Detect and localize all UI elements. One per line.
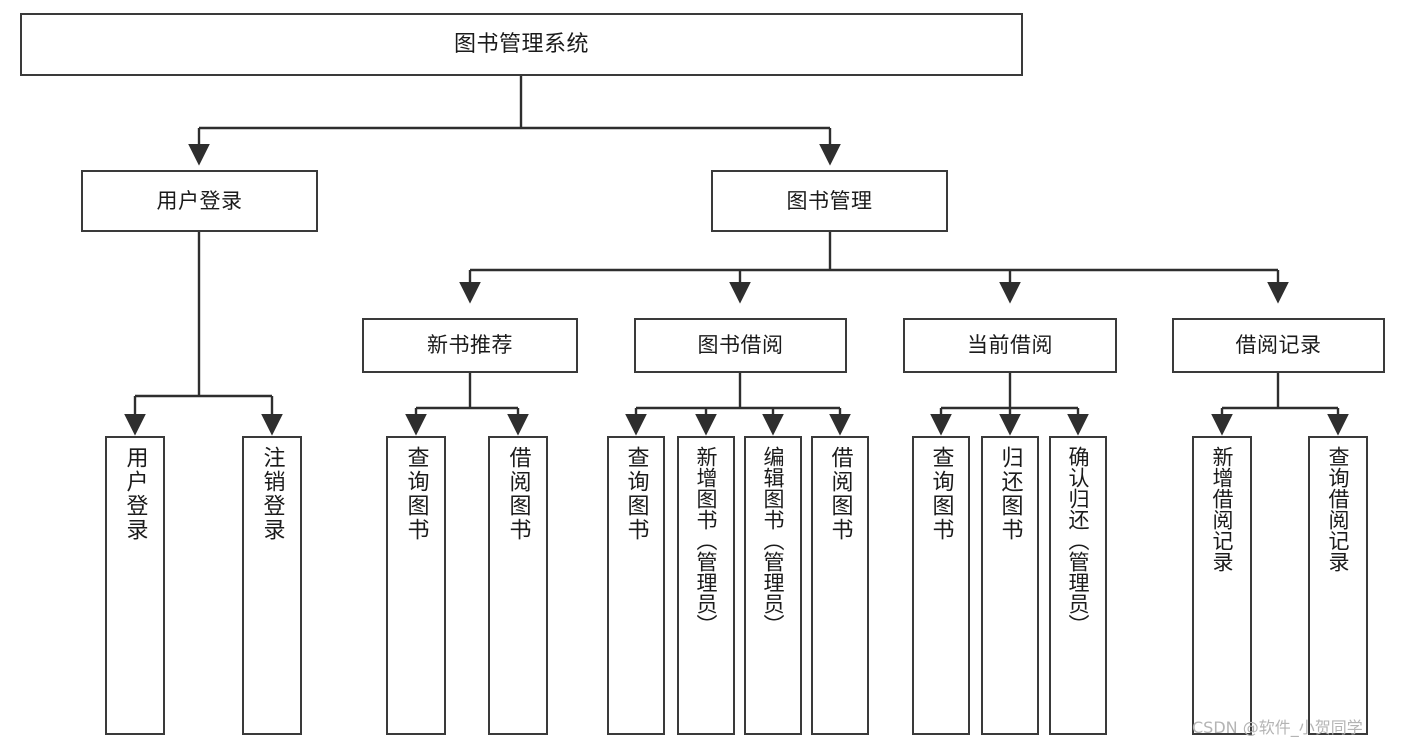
node-current-borrow[interactable]: 当前借阅 bbox=[903, 318, 1117, 373]
node-leaf-add-record-label: 新增借阅记录 bbox=[1210, 446, 1235, 572]
node-leaf-return-book-label: 归还图书 bbox=[997, 446, 1023, 542]
node-current-borrow-label: 当前借阅 bbox=[967, 333, 1053, 358]
node-leaf-logout[interactable]: 注销登录 bbox=[242, 436, 302, 735]
node-book-borrow-label: 图书借阅 bbox=[697, 333, 784, 358]
node-user-login[interactable]: 用户登录 bbox=[81, 170, 318, 232]
node-leaf-borrow-book-2[interactable]: 借阅图书 bbox=[811, 436, 869, 735]
node-leaf-query-record[interactable]: 查询借阅记录 bbox=[1308, 436, 1368, 735]
node-leaf-query-book-2[interactable]: 查询图书 bbox=[607, 436, 665, 735]
node-leaf-query-book-1[interactable]: 查询图书 bbox=[386, 436, 446, 735]
node-leaf-add-record[interactable]: 新增借阅记录 bbox=[1192, 436, 1252, 735]
node-leaf-edit-book[interactable]: 编辑图书（管理员） bbox=[744, 436, 802, 735]
node-book-borrow[interactable]: 图书借阅 bbox=[634, 318, 847, 373]
node-leaf-user-login-label: 用户登录 bbox=[122, 446, 148, 542]
node-borrow-record[interactable]: 借阅记录 bbox=[1172, 318, 1385, 373]
node-leaf-query-book-3[interactable]: 查询图书 bbox=[912, 436, 970, 735]
node-leaf-logout-label: 注销登录 bbox=[259, 446, 285, 542]
node-book-manage[interactable]: 图书管理 bbox=[711, 170, 948, 232]
node-leaf-return-book[interactable]: 归还图书 bbox=[981, 436, 1039, 735]
csdn-watermark: CSDN @软件_小贺同学 bbox=[1192, 718, 1363, 737]
node-leaf-query-record-label: 查询借阅记录 bbox=[1326, 446, 1351, 572]
node-leaf-borrow-book-2-label: 借阅图书 bbox=[827, 446, 853, 542]
node-book-manage-label: 图书管理 bbox=[786, 188, 873, 213]
node-leaf-borrow-book-1[interactable]: 借阅图书 bbox=[488, 436, 548, 735]
node-leaf-edit-book-label: 编辑图书（管理员） bbox=[761, 446, 786, 635]
node-leaf-confirm-return[interactable]: 确认归还（管理员） bbox=[1049, 436, 1107, 735]
node-new-book-rec-label: 新书推荐 bbox=[427, 333, 513, 358]
node-root-label: 图书管理系统 bbox=[453, 31, 589, 57]
node-root[interactable]: 图书管理系统 bbox=[20, 13, 1023, 76]
node-leaf-user-login[interactable]: 用户登录 bbox=[105, 436, 165, 735]
node-new-book-rec[interactable]: 新书推荐 bbox=[362, 318, 578, 373]
node-leaf-query-book-3-label: 查询图书 bbox=[928, 446, 954, 542]
node-borrow-record-label: 借阅记录 bbox=[1235, 333, 1322, 358]
node-leaf-add-book[interactable]: 新增图书（管理员） bbox=[677, 436, 735, 735]
node-leaf-query-book-1-label: 查询图书 bbox=[403, 446, 429, 542]
node-leaf-query-book-2-label: 查询图书 bbox=[623, 446, 649, 542]
node-leaf-add-book-label: 新增图书（管理员） bbox=[694, 446, 719, 635]
node-leaf-confirm-return-label: 确认归还（管理员） bbox=[1066, 446, 1091, 635]
node-leaf-borrow-book-1-label: 借阅图书 bbox=[505, 446, 531, 542]
node-user-login-label: 用户登录 bbox=[156, 188, 243, 213]
